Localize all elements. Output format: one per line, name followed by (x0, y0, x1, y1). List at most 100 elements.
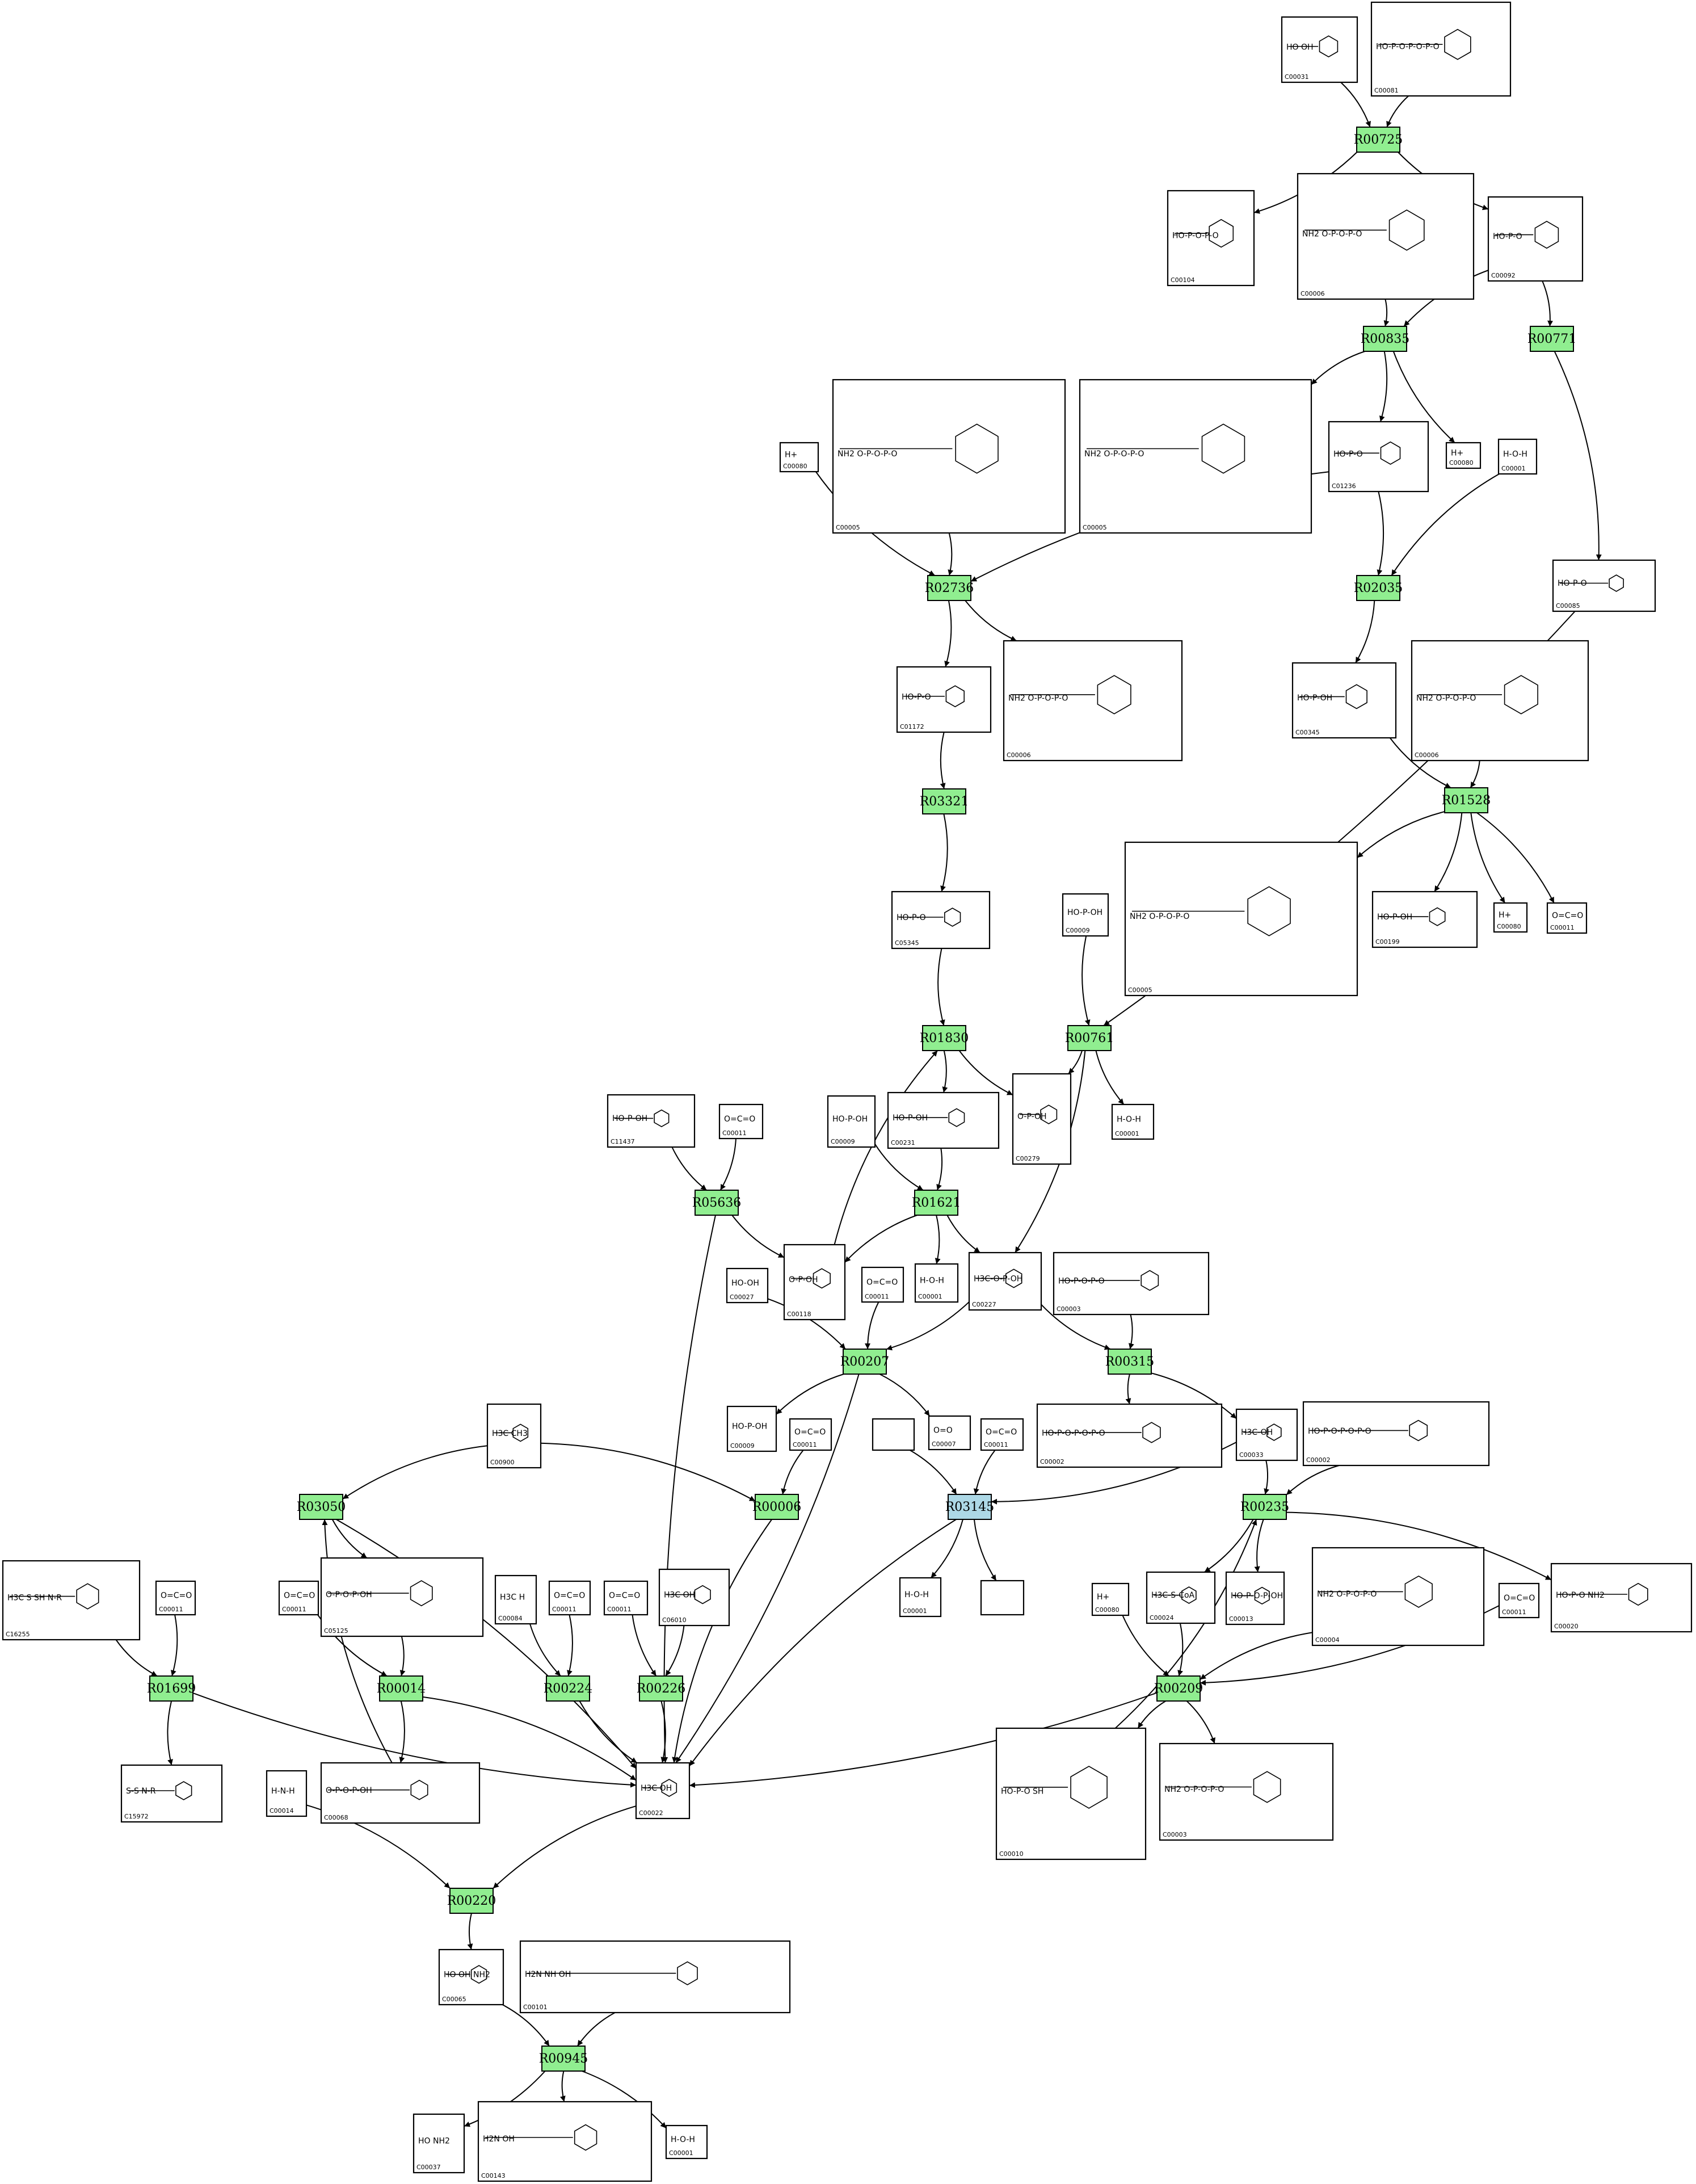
reaction-box[interactable] (1156, 1675, 1201, 1702)
compound-box[interactable] (1497, 438, 1538, 475)
reaction-box[interactable] (1356, 127, 1400, 153)
compound-box[interactable] (1053, 1251, 1210, 1316)
compound-box[interactable] (1111, 1103, 1155, 1140)
compound-box[interactable] (477, 2101, 653, 2182)
compound-box[interactable] (1062, 893, 1109, 937)
compound-box[interactable] (899, 1577, 942, 1618)
reaction-box[interactable] (948, 1494, 992, 1520)
compound-box[interactable] (968, 1251, 1042, 1311)
compound-box[interactable] (1003, 640, 1183, 762)
reaction-R00224[interactable]: R00224 (544, 1675, 593, 1702)
compound-box[interactable] (980, 1580, 1025, 1616)
reaction-R00761[interactable]: R00761 (1065, 1025, 1114, 1051)
compound-box[interactable] (607, 1094, 696, 1148)
compound-box[interactable] (494, 1574, 537, 1625)
reaction-box[interactable] (1444, 787, 1488, 813)
compound-box[interactable] (1146, 1571, 1216, 1624)
compound-box[interactable] (320, 1762, 481, 1824)
compound-box[interactable] (1124, 841, 1358, 997)
compound-box[interactable] (1167, 190, 1255, 287)
compound-box[interactable] (486, 1403, 542, 1469)
compound-box[interactable] (320, 1557, 484, 1637)
compound-box[interactable] (1311, 1547, 1485, 1647)
compound-box[interactable] (1302, 1401, 1490, 1467)
compound-box[interactable] (1036, 1403, 1223, 1468)
reaction-box[interactable] (1356, 575, 1400, 601)
compound-box[interactable] (1297, 173, 1475, 300)
reaction-R01830[interactable]: R01830 (920, 1025, 969, 1051)
compound-box[interactable] (548, 1580, 591, 1616)
reaction-R03145[interactable]: R03145 (945, 1494, 995, 1520)
reaction-R02035[interactable]: R02035 (1354, 575, 1403, 601)
compound-node[interactable]: H+C00080 (1493, 902, 1528, 933)
reaction-R00771[interactable]: R00771 (1527, 326, 1577, 352)
reaction-R00945[interactable]: R00945 (539, 2046, 588, 2072)
reaction-box[interactable] (695, 1190, 739, 1216)
reaction-R01699[interactable]: R01699 (147, 1675, 196, 1702)
compound-box[interactable] (783, 1244, 846, 1321)
reaction-box[interactable] (914, 1190, 958, 1216)
reaction-R00226[interactable]: R00226 (637, 1675, 686, 1702)
compound-box[interactable] (1493, 902, 1528, 933)
compound-box[interactable] (1291, 662, 1397, 739)
compound-box[interactable] (519, 1940, 791, 2014)
reaction-R00209[interactable]: R00209 (1154, 1675, 1203, 1702)
reaction-R00235[interactable]: R00235 (1240, 1494, 1290, 1520)
compound-box[interactable] (896, 666, 992, 733)
compound-box[interactable] (1371, 891, 1478, 948)
reaction-box[interactable] (1067, 1025, 1112, 1051)
reaction-R00220[interactable]: R00220 (447, 1888, 496, 1914)
reaction-box[interactable] (1108, 1349, 1152, 1375)
reaction-R05636[interactable]: R05636 (692, 1190, 742, 1216)
reaction-R02736[interactable]: R02736 (925, 575, 974, 601)
reaction-box[interactable] (922, 788, 966, 814)
compound-box[interactable] (278, 1580, 319, 1616)
reaction-R03050[interactable]: R03050 (297, 1494, 346, 1520)
compound-box[interactable] (603, 1580, 649, 1616)
compound-box[interactable] (1550, 1563, 1693, 1633)
reaction-R00315[interactable]: R00315 (1105, 1349, 1155, 1375)
reaction-R00835[interactable]: R00835 (1361, 326, 1410, 352)
compound-box[interactable] (266, 1770, 308, 1817)
reaction-R00014[interactable]: R00014 (377, 1675, 426, 1702)
compound-box[interactable] (887, 1091, 1000, 1149)
compound-box[interactable] (861, 1266, 904, 1303)
compound-box[interactable] (1159, 1742, 1334, 1841)
compound-box[interactable] (1370, 1, 1512, 97)
compound-node[interactable]: H+C00080 (1445, 442, 1482, 469)
